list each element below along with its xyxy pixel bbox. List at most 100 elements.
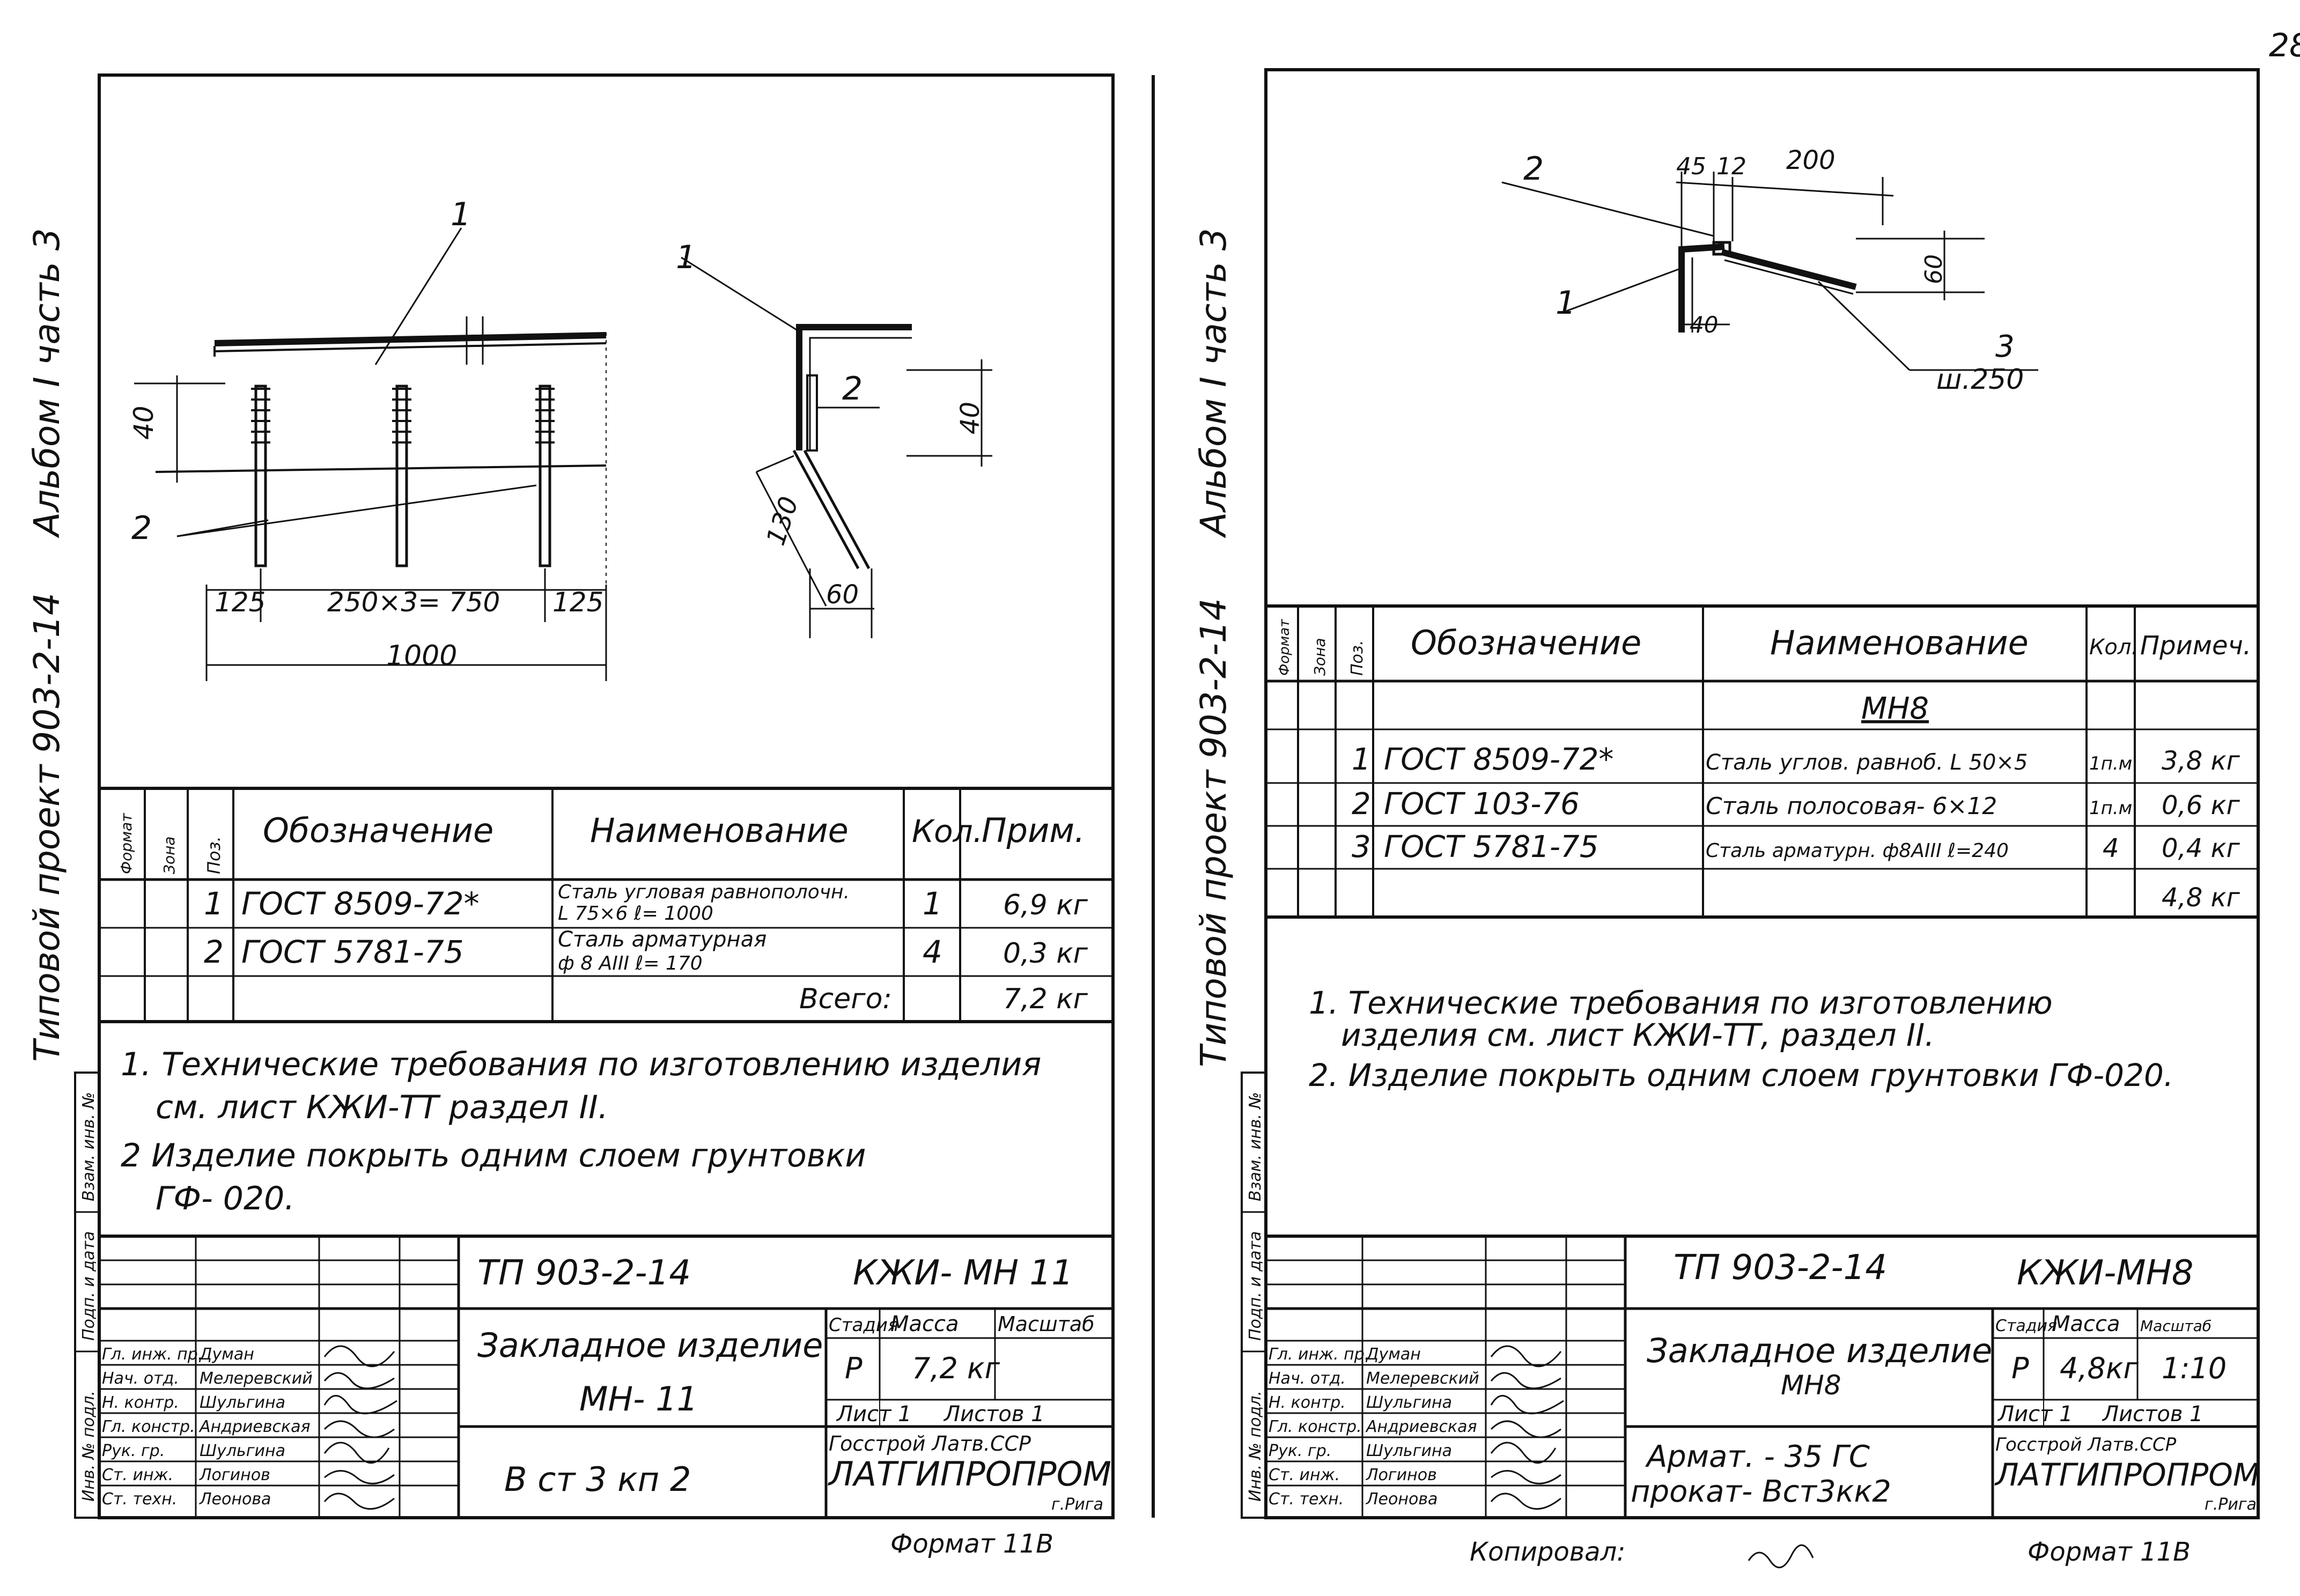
right-col-format: Формат [1277,619,1293,676]
left-col-name: Наименование [590,811,849,850]
left-org1: Госстрой Латв.ССР [829,1432,1031,1455]
left-role-3: Н. контр. [102,1393,179,1412]
center-strip [1111,75,1155,1518]
right-role-1: Гл. инж. пр. [1269,1345,1369,1364]
right-sheet-label: Лист 1 [1997,1402,2073,1427]
right-scale: 1:10 [2162,1351,2227,1385]
right-total: 4,8 кг [2162,883,2240,913]
right-row2-note: 0,6 кг [2162,790,2240,821]
right-row2-qty: 1п.м [2089,797,2132,819]
right-dim-60: 60 [1920,254,1948,284]
left-sheet-label: Лист 1 [836,1402,912,1427]
left-col-qty: Кол. [912,813,983,849]
stamp-sign-date: Подп. и дата [79,1231,98,1341]
right-row1-designation: ГОСТ 8509-72* [1384,742,1613,777]
right-city: г.Рига [2205,1495,2257,1514]
left-row2-note: 0,3 кг [1003,937,1088,970]
left-org2: ЛАТГИПРОПРОМ [828,1454,1111,1494]
right-row3-name: Сталь арматурн. ф8АIII ℓ=240 [1706,840,2009,862]
right-material-1: Армат. - 35 ГС [1645,1439,1870,1474]
left-dim-40a: 40 [128,405,159,440]
left-dim-1000: 1000 [386,640,457,672]
left-row1-pos: 1 [204,885,224,922]
right-role-3: Н. контр. [1269,1393,1346,1412]
left-spec-table [99,787,1113,1023]
right-dim-200: 200 [1786,145,1835,175]
left-note-2b: ГФ- 020. [156,1180,294,1217]
right-stage-label: Стадия [1995,1317,2057,1335]
stamp-inv-no-r: Инв. № подл. [1246,1391,1265,1502]
left-role-7: Ст. техн. [102,1490,177,1509]
right-copied: Копировал: [1470,1537,1625,1567]
right-org2: ЛАТГИПРОПРОМ [1994,1457,2260,1493]
right-sheet-code: КЖИ-МН8 [2017,1253,2193,1293]
right-sheet: Инв. № подл. Подп. и дата Взам. инв. № А… [1193,68,2260,1569]
left-section-view [681,256,992,638]
right-row2-designation: ГОСТ 103-76 [1384,787,1580,822]
right-note-1: 1. Технические требования по изготовлени… [1309,985,2053,1021]
right-item-title: Закладное изделие [1647,1331,1992,1370]
left-name-1: Думан [198,1345,254,1364]
right-row1-pos: 1 [1352,742,1371,777]
right-mass: 4,8кг [2060,1351,2139,1385]
right-material-2: прокат- Вст3кк2 [1631,1474,1891,1509]
left-col-pos: Поз. [204,836,224,874]
right-dim-12: 12 [1716,153,1746,180]
right-col-name: Наименование [1770,623,2029,662]
left-material: В ст 3 кп 2 [504,1460,691,1499]
left-stage: Р [845,1351,862,1385]
left-row1-designation: ГОСТ 8509-72* [241,885,480,922]
right-name-4: Андриевская [1365,1417,1477,1436]
right-col-note: Примеч. [2140,631,2251,661]
right-name-1: Думан [1365,1345,1421,1364]
stamp-inv-no: Инв. № подл. [79,1391,98,1502]
right-row2-pos: 2 [1352,787,1371,822]
side-label-album-r: Альбом I часть 3 [1193,228,1234,538]
left-callout-2b: 2 [842,370,862,408]
page-number: 28 [2269,27,2300,64]
left-note-1b: см. лист КЖИ-ТТ раздел II. [156,1089,608,1126]
left-name-7: Леонова [199,1490,271,1509]
left-mass-label: Масса [890,1312,959,1336]
left-mass: 7,2 кг [912,1351,1000,1385]
right-callout-1: 1 [1556,284,1576,322]
right-dim-45: 45 [1676,153,1706,180]
left-row2-pos: 2 [204,934,224,970]
right-group-label: МН8 [1861,691,1929,726]
right-dim-40: 40 [1690,312,1718,338]
side-label-album: Альбом I часть 3 [26,228,68,538]
left-row1-name1: Сталь угловая равнополочн. [558,881,850,903]
left-row1-note: 6,9 кг [1003,889,1088,921]
left-name-5: Шульгина [200,1442,285,1460]
left-scale-label: Масштаб [998,1312,1095,1336]
left-dim-125b: 125 [552,587,603,618]
left-name-2: Мелеревский [200,1369,313,1388]
right-row3-note: 0,4 кг [2162,833,2240,863]
left-row2-qty: 4 [923,934,942,970]
right-sheets-label: Листов 1 [2102,1402,2203,1427]
left-sheets-label: Листов 1 [943,1402,1045,1427]
right-org1: Госстрой Латв.ССР [1995,1434,2177,1455]
left-sheet: Инв. № подл. Подп. и дата Взам. инв. № А… [26,73,1115,1559]
right-format: Формат 11В [2028,1537,2191,1567]
left-name-3: Шульгина [200,1393,285,1412]
right-title-block [1266,1235,2258,1518]
right-role-4: Гл. констр. [1269,1417,1362,1436]
right-callout-sh: ш.250 [1936,364,2024,396]
left-dim-250x3: 250×3= 750 [327,587,500,618]
right-callout-3: 3 [1995,329,2015,364]
left-city: г.Рига [1051,1495,1103,1514]
left-title-block [99,1235,1113,1518]
right-role-2: Нач. отд. [1269,1369,1346,1388]
left-dim-125a: 125 [215,587,266,618]
right-mass-label: Масса [2052,1312,2120,1336]
side-label-project-r: Типовой проект 903-2-14 [1193,598,1234,1067]
left-note-1: 1. Технические требования по изготовлени… [121,1046,1041,1083]
stamp-replace-inv: Взам. инв. № [79,1092,98,1201]
left-total: 7,2 кг [1003,983,1088,1015]
right-row1-qty: 1п.м [2089,753,2132,774]
left-dim-130: 130 [761,493,805,549]
right-col-designation: Обозначение [1411,623,1641,662]
stamp-sign-date-r: Подп. и дата [1246,1231,1265,1341]
